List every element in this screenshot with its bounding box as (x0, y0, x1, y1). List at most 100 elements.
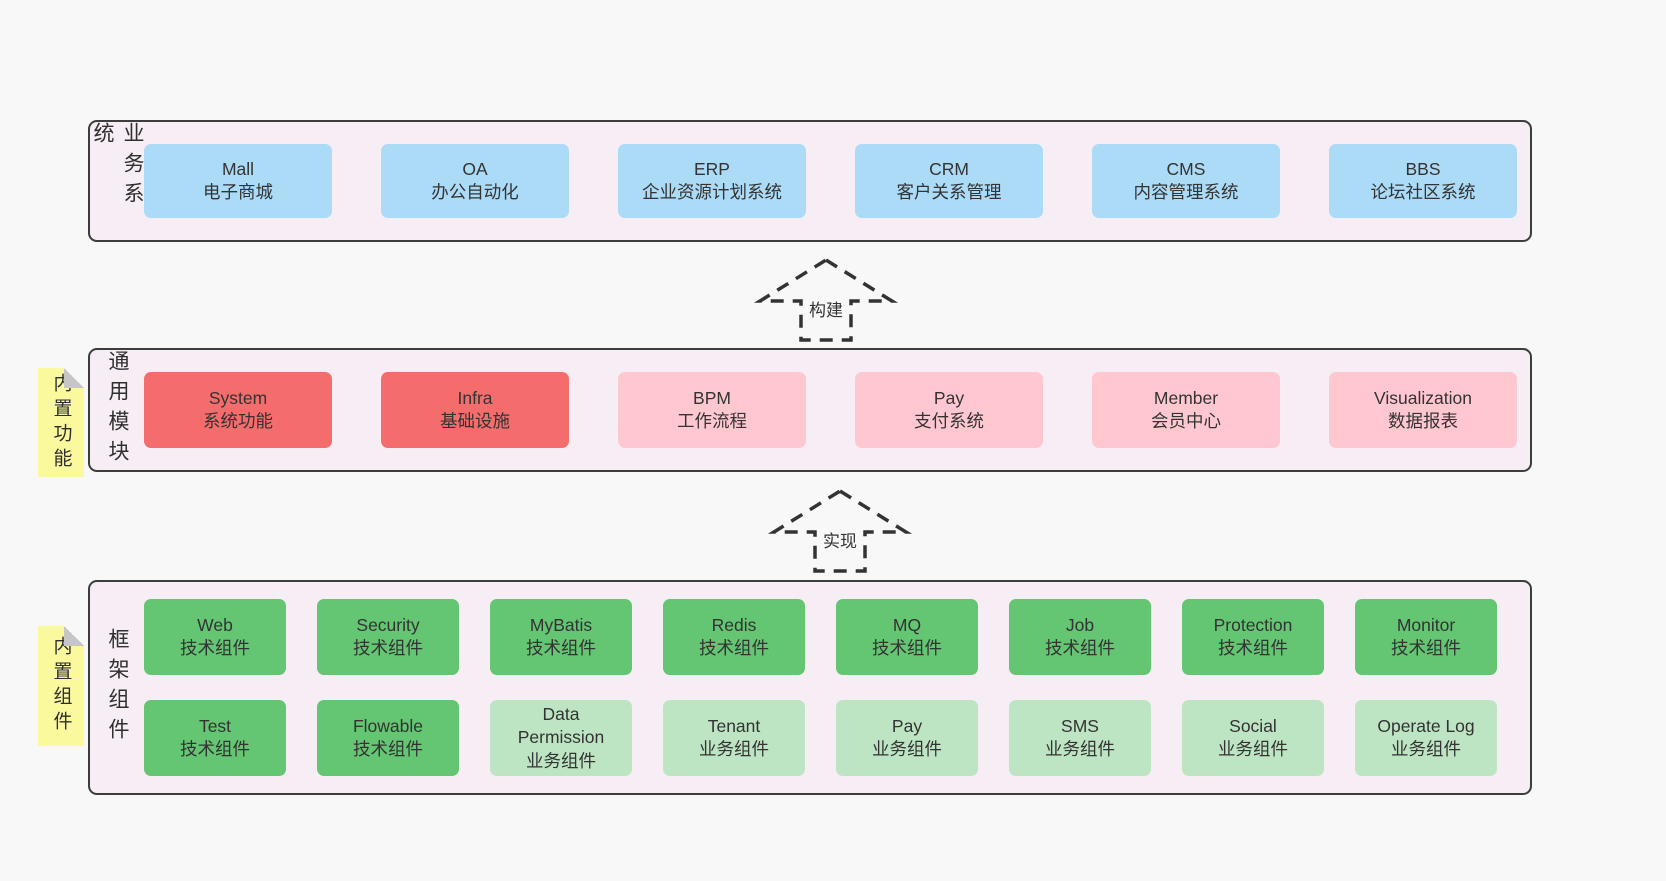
section-label-text: 框架组件 (106, 627, 129, 748)
module-box-visualization: Visualization 数据报表 (1329, 372, 1517, 448)
box-subtitle: 技术组件 (1218, 638, 1288, 658)
box-title: BBS (1405, 158, 1441, 179)
box-title: Infra (457, 387, 493, 408)
module-box-pay: Pay 支付系统 (855, 372, 1043, 448)
box-title: Monitor (1396, 614, 1456, 635)
module-box-mq: MQ 技术组件 (836, 599, 978, 675)
box-title: SMS (1061, 715, 1099, 736)
box-subtitle: 论坛社区系统 (1370, 182, 1476, 202)
box-subtitle: 业务组件 (872, 739, 942, 759)
box-subtitle: 技术组件 (353, 638, 423, 658)
module-box-monitor: Monitor 技术组件 (1355, 599, 1497, 675)
box-subtitle: 客户关系管理 (896, 182, 1002, 202)
box-subtitle: 技术组件 (699, 638, 769, 658)
module-box-test: Test 技术组件 (144, 700, 286, 776)
box-title: Operate Log (1377, 715, 1475, 736)
box-subtitle: 业务组件 (526, 750, 596, 771)
box-title: MQ (892, 614, 922, 635)
box-title: Pay (891, 715, 923, 736)
box-subtitle: 技术组件 (1045, 638, 1115, 658)
box-subtitle: 数据报表 (1388, 411, 1458, 431)
box-subtitle: 会员中心 (1151, 411, 1221, 431)
module-box-mybatis: MyBatis 技术组件 (490, 599, 632, 675)
box-subtitle: 技术组件 (1391, 638, 1461, 658)
module-box-social: Social 业务组件 (1182, 700, 1324, 776)
module-box-protection: Protection 技术组件 (1182, 599, 1324, 675)
box-subtitle: 技术组件 (526, 638, 596, 658)
section-label-modules: 通用模块 (90, 350, 144, 470)
module-box-redis: Redis 技术组件 (663, 599, 805, 675)
module-box-pay: Pay 业务组件 (836, 700, 978, 776)
module-box-bbs: BBS 论坛社区系统 (1329, 144, 1517, 218)
box-subtitle: 技术组件 (180, 739, 250, 759)
box-title: Test (198, 715, 232, 736)
section-label-text: 通用模块 (106, 350, 129, 470)
implement-arrow: 实现 (767, 488, 913, 574)
box-title: Web (197, 614, 233, 635)
box-subtitle: 系统功能 (203, 411, 273, 431)
box-subtitle: 技术组件 (353, 739, 423, 759)
box-subtitle: 内容管理系统 (1133, 182, 1239, 202)
box-title: MyBatis (529, 614, 593, 635)
box-subtitle: 业务组件 (699, 739, 769, 759)
module-box-tenant: Tenant 业务组件 (663, 700, 805, 776)
dashed-up-arrow-icon (753, 257, 899, 342)
box-title: Pay (933, 387, 965, 408)
box-title: ERP (694, 158, 730, 179)
box-title: Job (1065, 614, 1095, 635)
build-arrow: 构建 (753, 257, 899, 343)
module-box-operate-log: Operate Log 业务组件 (1355, 700, 1497, 776)
arrow-label-implement: 实现 (820, 525, 860, 553)
box-title: Redis (711, 614, 757, 635)
box-title: System (208, 387, 268, 408)
box-title: Security (356, 614, 420, 635)
sticky-note-text: 内置组件 (50, 636, 72, 736)
module-box-job: Job 技术组件 (1009, 599, 1151, 675)
sticky-note-built-in-features: 内置功能 (38, 368, 84, 477)
module-box-system: System 系统功能 (144, 372, 332, 448)
section-label-components: 框架组件 (90, 582, 144, 793)
box-title: Social (1229, 715, 1277, 736)
box-title: Protection (1213, 614, 1293, 635)
module-box-flowable: Flowable 技术组件 (317, 700, 459, 776)
module-box-cms: CMS 内容管理系统 (1092, 144, 1280, 218)
folded-corner-icon (64, 368, 84, 388)
box-title: CMS (1166, 158, 1206, 179)
box-title: Mall (221, 158, 255, 179)
sticky-note-built-in-components: 内置组件 (38, 626, 84, 746)
box-subtitle: 基础设施 (440, 411, 510, 431)
box-title: Member (1153, 387, 1219, 408)
box-subtitle: 技术组件 (180, 638, 250, 658)
box-title: Data Permission (517, 704, 605, 748)
box-title: CRM (929, 158, 969, 179)
module-box-crm: CRM 客户关系管理 (855, 144, 1043, 218)
section-label-business: 业务系统 (90, 122, 144, 240)
box-subtitle: 业务组件 (1391, 739, 1461, 759)
box-subtitle: 技术组件 (872, 638, 942, 658)
box-title: Tenant (707, 715, 761, 736)
module-box-member: Member 会员中心 (1092, 372, 1280, 448)
sticky-note-text: 内置功能 (50, 372, 72, 473)
box-title: OA (462, 158, 488, 179)
section-label-text: 业务系统 (91, 122, 144, 212)
box-title: Visualization (1374, 387, 1472, 408)
module-box-security: Security 技术组件 (317, 599, 459, 675)
box-subtitle: 支付系统 (914, 411, 984, 431)
box-subtitle: 业务组件 (1218, 739, 1288, 759)
arrow-label-build: 构建 (806, 294, 846, 322)
box-title: Flowable (352, 715, 424, 736)
